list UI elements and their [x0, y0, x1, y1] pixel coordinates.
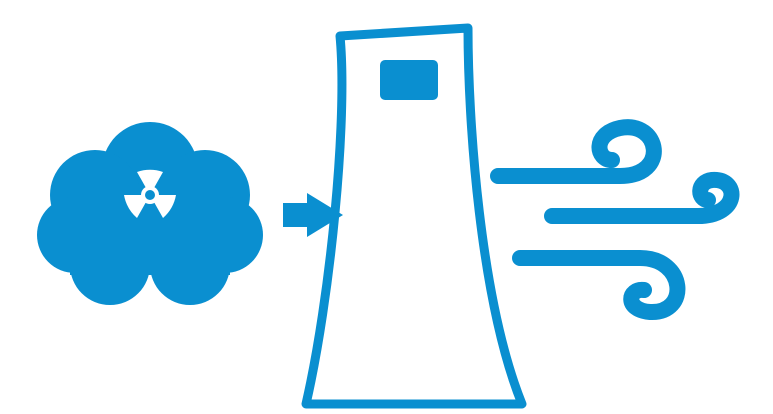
- filter-tower-icon: [306, 28, 522, 404]
- clean-air-wind-icon: [498, 127, 732, 312]
- tower-window-icon: [380, 60, 438, 100]
- radioactive-cloud-icon: [37, 122, 263, 305]
